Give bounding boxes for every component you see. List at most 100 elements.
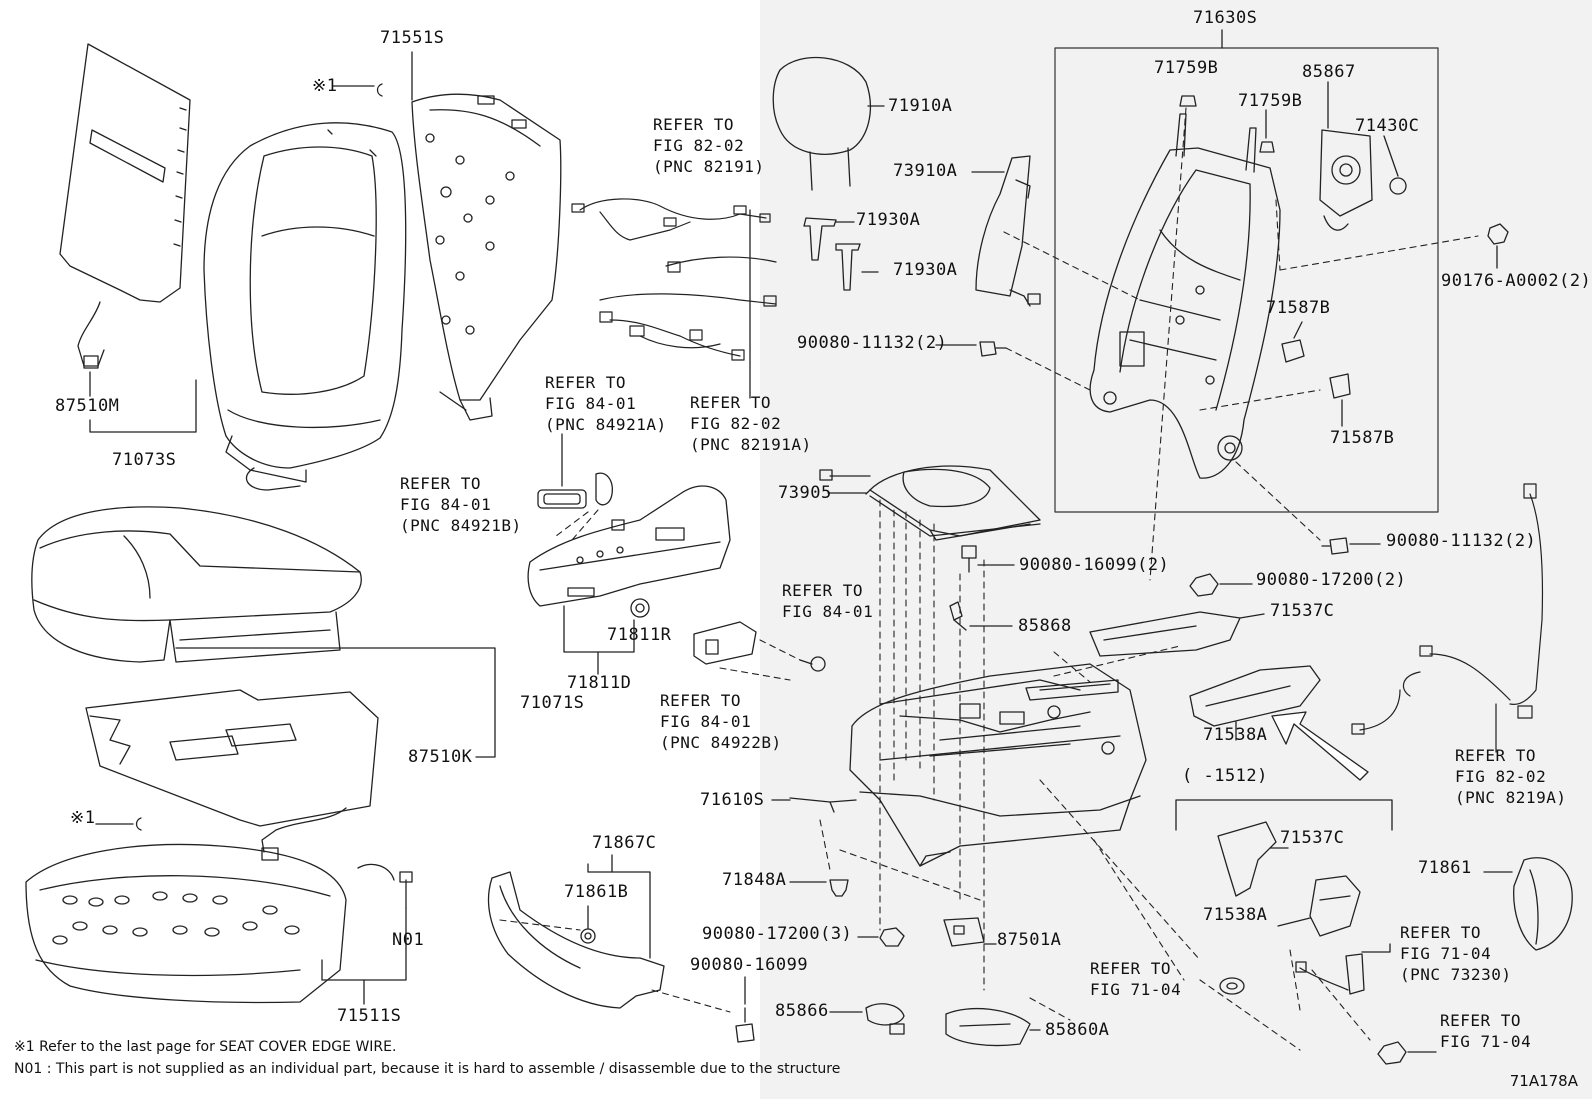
part-label: 71551S — [380, 28, 445, 48]
diagram-code: 71A178A — [1509, 1072, 1578, 1090]
refer-to-line: REFER TO — [782, 581, 864, 600]
refer-to-line: (PNC 84921B) — [400, 516, 522, 535]
part-label: ※1 — [70, 808, 96, 828]
knob-71811R — [630, 598, 650, 618]
clip-71587B-a — [1281, 339, 1305, 363]
clip-71759B-a — [1179, 95, 1197, 107]
clip-85868 — [949, 601, 967, 631]
part-label: 90080-16099 — [690, 955, 809, 975]
seatback-frame — [1089, 113, 1281, 479]
part-label: 90080-11132(2) — [797, 333, 948, 353]
part-label: 71430C — [1355, 116, 1420, 136]
part-label: N01 — [392, 930, 425, 950]
nut-90176 — [1487, 223, 1509, 245]
part-label: 85867 — [1302, 62, 1356, 82]
refer-to-note: REFER TO FIG 71-04 — [1440, 1010, 1531, 1052]
cover-71861 — [1513, 857, 1573, 951]
refer-to-line: FIG 82-02 — [653, 136, 745, 155]
dashed-leaders — [499, 107, 1479, 1051]
part-label: 71861B — [564, 882, 629, 902]
clip-71759B-b — [1259, 141, 1275, 153]
screw-left — [799, 656, 826, 672]
part-label: 71073S — [112, 450, 177, 470]
rail-cover-71537C-lower — [1217, 821, 1277, 897]
part-label: 71930A — [893, 260, 958, 280]
sensor-85866 — [865, 1003, 905, 1035]
part-label: 87501A — [997, 930, 1062, 950]
refer-to-line: REFER TO — [690, 393, 772, 412]
garnish-71867C — [487, 871, 665, 1009]
refer-to-line: (PNC 82191A) — [690, 435, 812, 454]
part-label: 71811D — [567, 673, 632, 693]
refer-to-line: REFER TO — [1090, 959, 1172, 978]
bolt-90080-11132-lower — [1321, 537, 1349, 555]
rail-cover-71538A-upper — [1189, 665, 1321, 727]
part-label: 71071S — [520, 693, 585, 713]
refer-to-line: FIG 71-04 — [1440, 1032, 1532, 1051]
nut-90080-17200-2 — [1189, 573, 1219, 597]
clip-71587B-b — [1329, 373, 1351, 399]
side-shield — [527, 485, 731, 607]
footnote-seat-cover: ※1 Refer to the last page for SEAT COVER… — [14, 1039, 397, 1055]
part-label: 71930A — [856, 210, 921, 230]
refer-to-line: FIG 84-01 — [545, 394, 637, 413]
variant-bracket — [1175, 799, 1393, 831]
frame-callout-box — [1054, 47, 1439, 513]
part-label: ( -1512) — [1182, 766, 1268, 786]
wire-harnesses — [571, 198, 777, 361]
part-label: 71867C — [592, 833, 657, 853]
rail-cover-71537C-upper — [1089, 611, 1241, 657]
seatback-heater-mat — [59, 43, 191, 369]
rail-cover-71538A-lower — [1309, 875, 1361, 937]
refer-to-line: FIG 84-01 — [782, 602, 874, 621]
refer-to-line: FIG 84-01 — [400, 495, 492, 514]
part-label: 71587B — [1266, 298, 1331, 318]
part-label: 71811R — [607, 625, 672, 645]
part-label: 90176-A0002(2) — [1441, 271, 1592, 291]
seat-cushion-pad — [25, 843, 347, 1004]
part-label: 71538A — [1203, 725, 1268, 745]
cushion-top-pad-73905 — [819, 465, 1041, 541]
part-label: 73910A — [893, 161, 958, 181]
part-label: 71630S — [1193, 8, 1258, 28]
part-label: 71537C — [1270, 601, 1335, 621]
part-label: 71538A — [1203, 905, 1268, 925]
refer-to-line: REFER TO — [660, 691, 742, 710]
refer-to-line: REFER TO — [1440, 1011, 1522, 1030]
part-label: 87510M — [55, 396, 120, 416]
refer-to-line: REFER TO — [545, 373, 627, 392]
power-switch — [693, 621, 757, 665]
bolt-90080-16099-bottom — [735, 1007, 755, 1043]
part-label: ※1 — [312, 76, 338, 96]
part-label: 87510K — [408, 747, 473, 767]
refer-to-line: (PNC 73230) — [1400, 965, 1512, 984]
refer-to-note: REFER TO FIG 84-01 — [782, 580, 873, 622]
part-label: 90080-17200(3) — [702, 924, 853, 944]
part-label: 71759B — [1238, 91, 1303, 111]
refer-to-line: (PNC 82191) — [653, 157, 765, 176]
headrest-guides — [803, 217, 861, 291]
footnote-n01: N01 : This part is not supplied as an in… — [14, 1061, 841, 1077]
part-label: 71511S — [337, 1006, 402, 1026]
part-label: 71910A — [888, 96, 953, 116]
seatback-cover — [203, 122, 407, 491]
part-label: 90080-16099(2) — [1019, 555, 1170, 575]
part-label: 73905 — [778, 483, 832, 503]
side-airbag — [975, 155, 1041, 307]
refer-to-line: FIG 71-04 — [1400, 944, 1492, 963]
part-label: 85866 — [775, 1001, 829, 1021]
clip-71861B — [580, 928, 596, 944]
nut-90080-17200-3 — [879, 927, 905, 947]
cushion-heater-mat — [85, 689, 379, 861]
refer-to-line: (PNC 8219A) — [1455, 788, 1567, 807]
clip-71430C — [1389, 177, 1407, 195]
seat-switch-knobs — [537, 472, 613, 509]
